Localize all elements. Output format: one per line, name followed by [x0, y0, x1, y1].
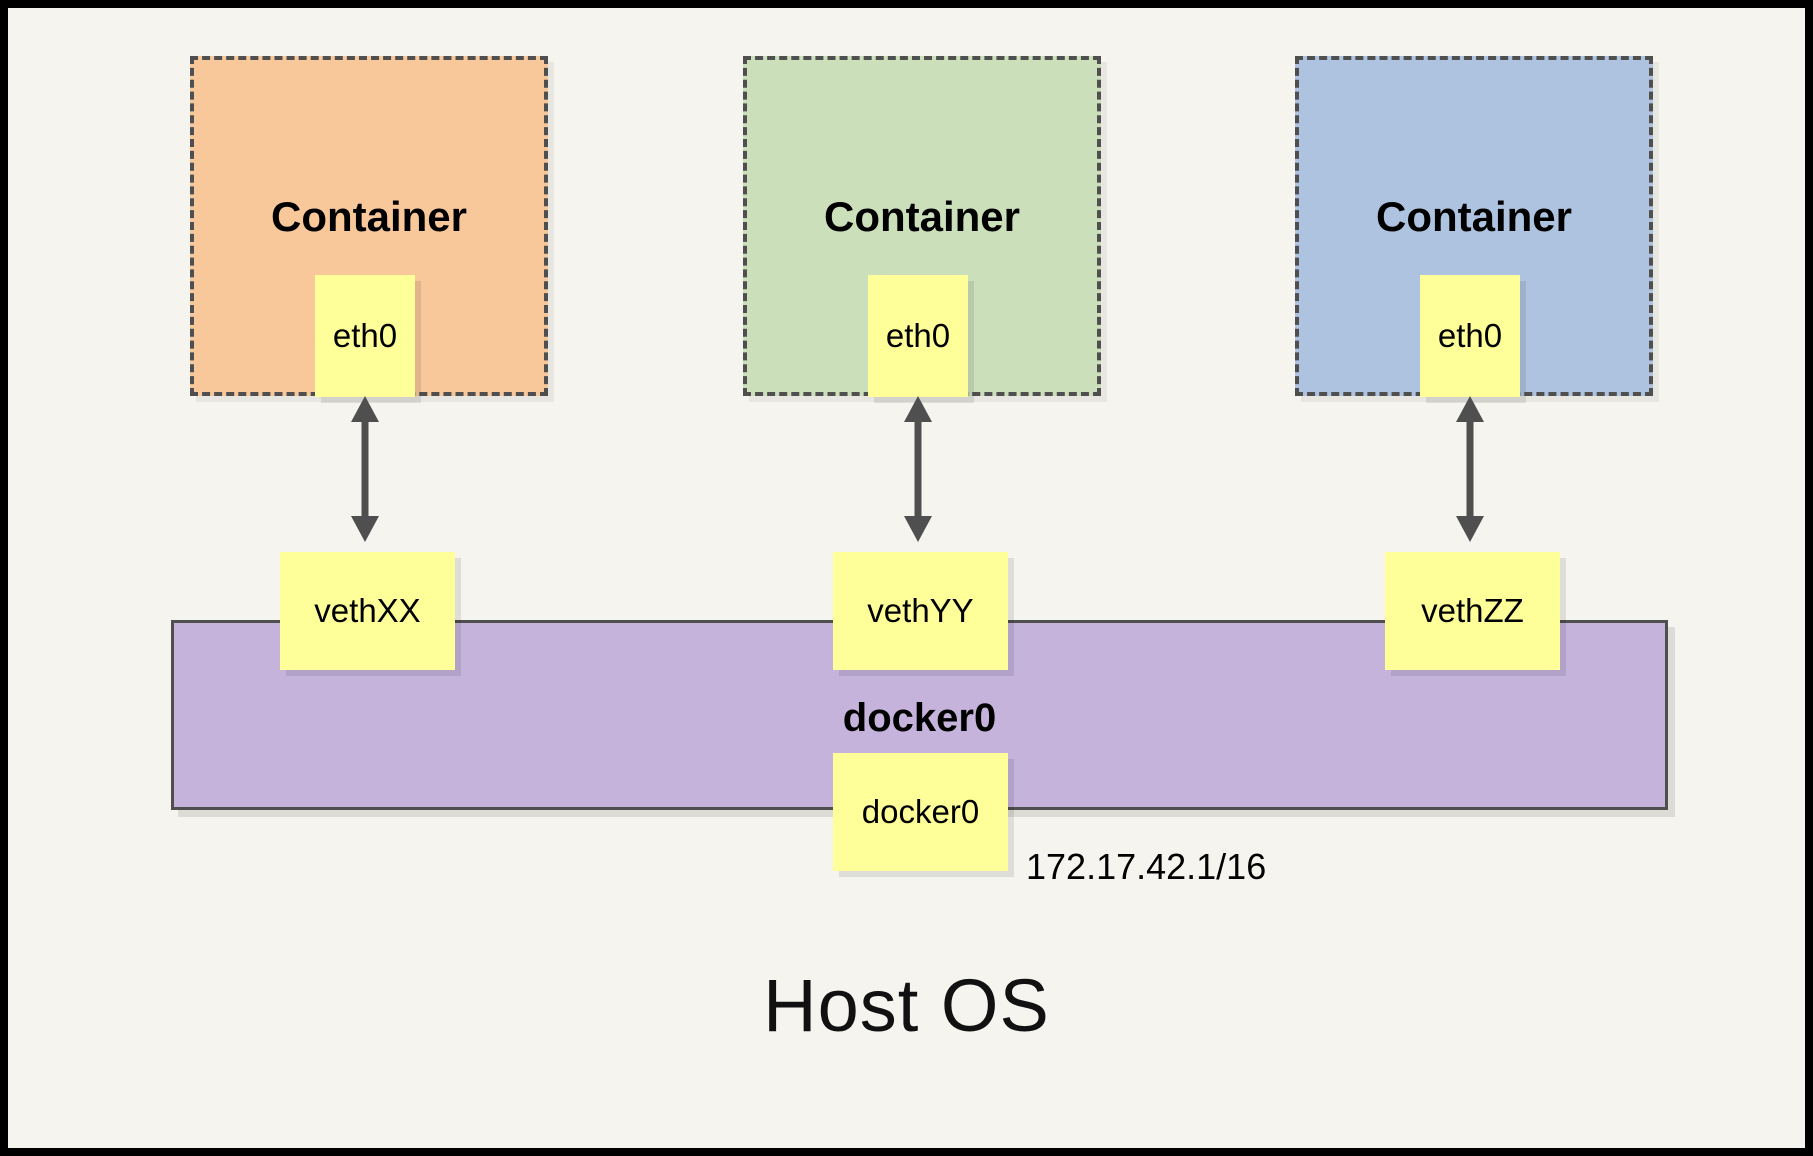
- eth0-box-3[interactable]: eth0: [1420, 275, 1520, 397]
- arrow-container-2-to-vethyy: [904, 396, 932, 542]
- container-title-2: Container: [823, 193, 1020, 240]
- diagram-canvas: Container eth0 Container eth0 Container …: [8, 8, 1805, 1148]
- container-title-1: Container: [270, 193, 467, 240]
- docker0-port-box[interactable]: docker0: [833, 753, 1008, 871]
- arrow-container-1-to-vethxx: [351, 396, 379, 542]
- arrow-container-3-to-vethzz: [1456, 396, 1484, 542]
- veth-box-1[interactable]: vethXX: [280, 552, 455, 670]
- docker0-bridge-label: docker0: [842, 696, 997, 740]
- eth0-box-1[interactable]: eth0: [315, 275, 415, 397]
- docker0-ip-label: 172.17.42.1/16: [1026, 846, 1267, 887]
- container-title-3: Container: [1375, 193, 1572, 240]
- eth0-box-2[interactable]: eth0: [868, 275, 968, 397]
- host-os-label: Host OS: [763, 964, 1050, 1047]
- veth-box-3[interactable]: vethZZ: [1385, 552, 1560, 670]
- veth-box-2[interactable]: vethYY: [833, 552, 1008, 670]
